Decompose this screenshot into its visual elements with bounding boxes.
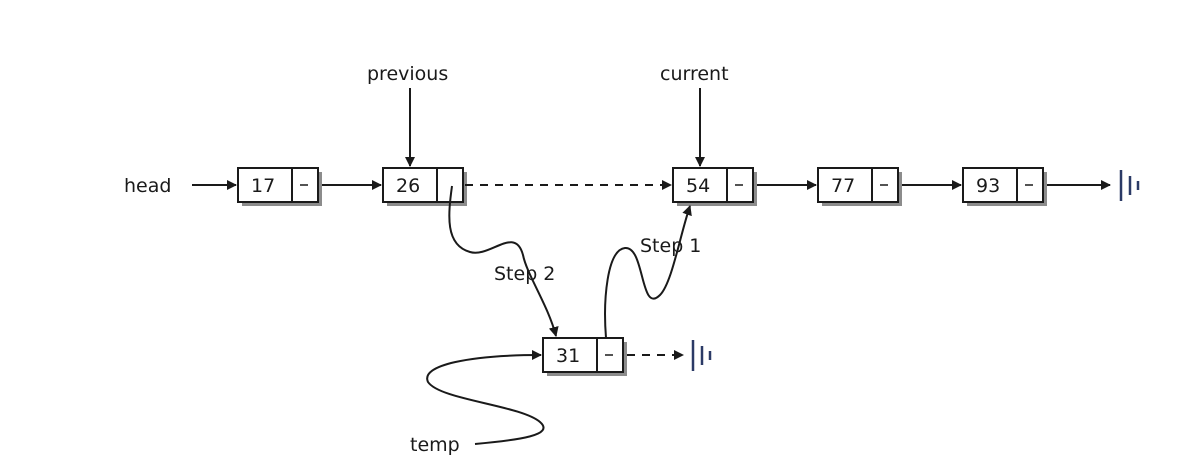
temp-curve-arrow	[426, 350, 545, 445]
node-17: 17	[237, 167, 322, 206]
node-value: 54	[686, 175, 710, 197]
null-ground-icon	[1119, 170, 1140, 201]
node-value: 31	[556, 345, 580, 367]
step2-curve-arrow	[448, 185, 559, 337]
previous-label: previous	[367, 63, 448, 85]
null-ground-icon	[691, 340, 712, 371]
step2-label: Step 2	[494, 263, 555, 285]
current-label: current	[660, 63, 729, 85]
step1-label: Step 1	[640, 235, 701, 257]
node-value: 26	[396, 175, 420, 197]
node-93: 93	[962, 167, 1047, 206]
node-26: 26	[382, 167, 467, 206]
node-value: 17	[251, 175, 275, 197]
temp-label: temp	[410, 434, 460, 456]
node-value: 93	[976, 175, 1000, 197]
node-31: 31	[542, 337, 627, 376]
node-77: 77	[817, 167, 902, 206]
node-value: 77	[831, 175, 855, 197]
node-54: 54	[672, 167, 757, 206]
head-label: head	[124, 175, 171, 197]
step1-curve-arrow	[604, 205, 692, 339]
